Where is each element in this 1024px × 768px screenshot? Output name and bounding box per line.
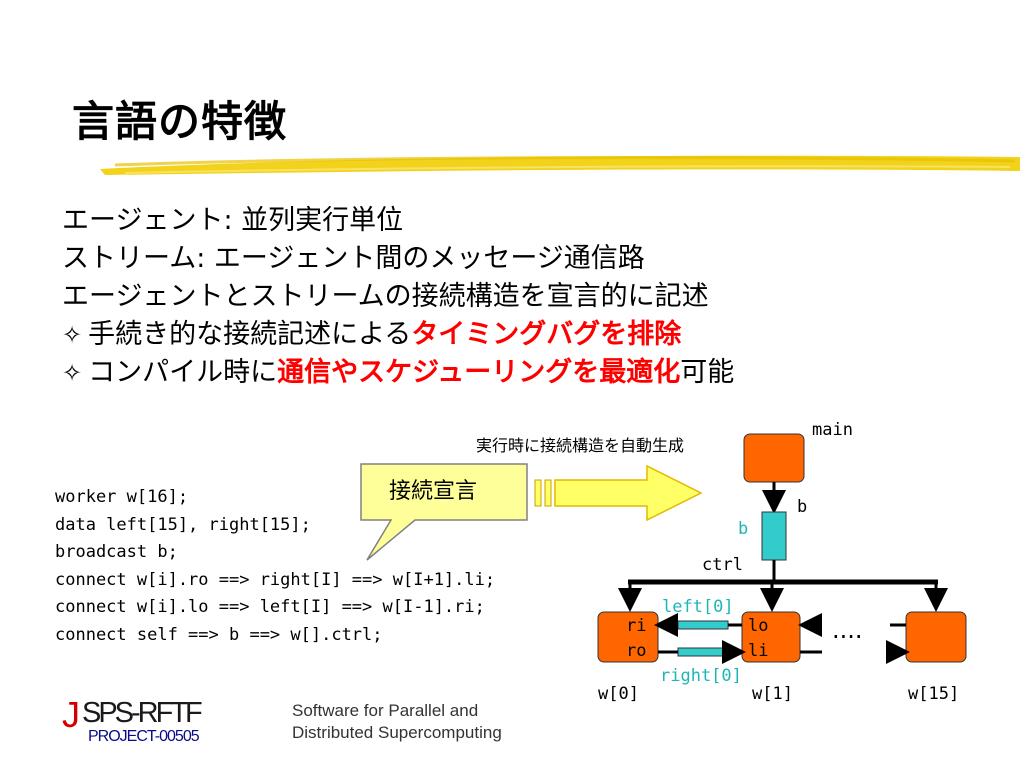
w1-node <box>741 611 801 663</box>
tagline-line-2: Distributed Supercomputing <box>292 723 502 742</box>
w0-label: w[0] <box>598 684 639 704</box>
left0-stream <box>677 620 729 630</box>
lo-port-label: lo <box>748 616 769 636</box>
right0-label: right[0] <box>660 666 742 686</box>
bullet-compile-text: コンパイル時に <box>88 357 278 388</box>
bullet-compile-highlight: 通信やスケジューリングを最適化 <box>277 357 681 388</box>
left0-label: left[0] <box>662 597 734 617</box>
code-line: connect self ==> b ==> w[].ctrl; <box>55 624 383 645</box>
slide-title: 言語の特徴 <box>72 97 288 146</box>
bullet-stream: ストリーム: エージェント間のメッセージ通信路 <box>62 243 645 274</box>
main-node <box>743 433 805 483</box>
bullet-declarative: エージェントとストリームの接続構造を宣言的に記述 <box>62 281 709 312</box>
bullet-list: エージェント: 並列実行単位 ストリーム: エージェント間のメッセージ通信路 エ… <box>62 202 734 392</box>
right0-stream <box>677 647 729 657</box>
w15-node <box>905 611 967 663</box>
callout-bubble <box>360 463 528 561</box>
agent-stream-diagram <box>597 433 967 664</box>
ro-port-label: ro <box>626 641 647 661</box>
bullet-timing-bug: ✧手続き的な接続記述によるタイミングバグを排除 <box>62 316 734 354</box>
code-line: data left[15], right[15]; <box>55 514 311 535</box>
code-line: broadcast b; <box>55 542 178 562</box>
bullet-compile-suffix: 可能 <box>680 357 735 388</box>
li-port-label: li <box>748 641 769 661</box>
w1-label: w[1] <box>752 684 793 704</box>
logo-main-text: SPS-RFTF <box>82 697 203 729</box>
arrow-stripe <box>534 479 542 507</box>
code-block: worker w[16]; data left[15], right[15]; br… <box>55 484 495 649</box>
diamond-bullet-icon: ✧ <box>62 359 83 387</box>
callout-and-arrow <box>360 463 703 561</box>
callout-label: 接続宣言 <box>388 479 477 504</box>
title-underline-stroke <box>100 155 1020 175</box>
bullet-timing-text: 手続き的な接続記述による <box>88 319 412 350</box>
b-stream <box>761 511 787 561</box>
w0-node <box>597 611 659 663</box>
jsps-rftf-logo: J SPS-RFTF PROJECT-00505 <box>62 694 242 754</box>
diamond-bullet-icon: ✧ <box>62 321 83 349</box>
ellipsis-dots: .... <box>832 616 863 644</box>
code-line: connect w[i].lo ==> left[I] ==> w[I-1].r… <box>55 597 485 617</box>
tagline-line-1: Software for Parallel and <box>292 701 479 720</box>
b-label-cyan: b <box>738 519 749 539</box>
arrow-caption: 実行時に接続構造を自動生成 <box>476 436 685 455</box>
block-arrow <box>554 464 703 522</box>
w15-label: w[15] <box>908 684 960 704</box>
ctrl-label: ctrl <box>702 555 743 575</box>
code-line: worker w[16]; <box>55 487 189 507</box>
arrow-stripe <box>544 479 552 507</box>
bullet-agent: エージェント: 並列実行単位 <box>62 205 404 236</box>
bullet-timing-highlight: タイミングバグを排除 <box>411 319 682 350</box>
ri-port-label: ri <box>626 616 647 636</box>
logo-j: J <box>62 694 80 735</box>
footer-tagline: Software for Parallel and Distributed Su… <box>292 700 502 744</box>
b-label-black: b <box>797 497 808 517</box>
bullet-compile-opt: ✧コンパイル時に通信やスケジューリングを最適化可能 <box>62 354 734 392</box>
code-line: connect w[i].ro ==> right[I] ==> w[I+1].… <box>55 569 496 590</box>
main-label: main <box>812 420 853 440</box>
logo-project-text: PROJECT-00505 <box>88 728 200 745</box>
